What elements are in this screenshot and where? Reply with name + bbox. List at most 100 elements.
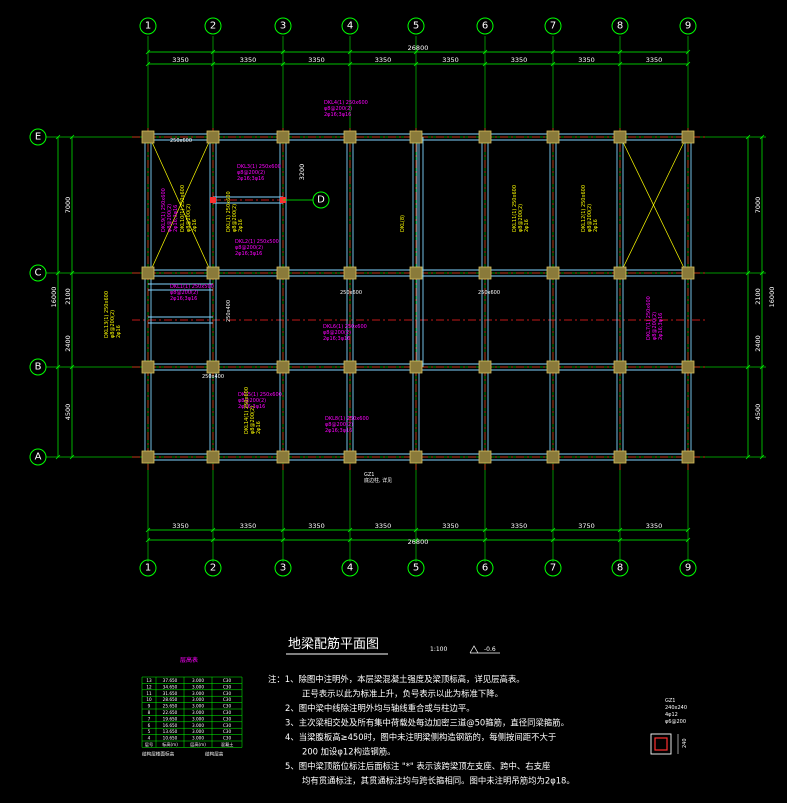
beam-size-b: 250x600 [478, 290, 500, 296]
table-cell: C30 [223, 736, 232, 741]
axis-bubble-row [29, 358, 47, 376]
axis-bubble-row [29, 264, 47, 282]
table-cell: 28.650 [163, 697, 178, 702]
beam-label-line: DKL6(1) 250x600 [323, 324, 367, 330]
axis-label-col: 1 [145, 21, 151, 32]
column-2-E [206, 130, 220, 144]
axis-label-col: 8 [617, 21, 623, 32]
axis-label-col: 2 [210, 21, 216, 32]
axis-label-col: 9 [685, 21, 691, 32]
column-2-C [206, 266, 220, 280]
column-1-B [141, 360, 155, 374]
axis-bubble-col [544, 559, 562, 577]
top-total-dim: 26800 [408, 44, 429, 52]
axis-bubble-col [204, 17, 222, 35]
top-span-dim: 3350 [646, 56, 663, 64]
table-cell: 19.650 [163, 716, 178, 721]
table-title: 层高表 [180, 656, 198, 664]
column-6-C [478, 266, 492, 280]
axis-bubble-col [476, 559, 494, 577]
column-7-C [546, 266, 560, 280]
columns [141, 130, 695, 464]
beam-label-line: 2φ16;3φ16 [235, 251, 262, 257]
gz-column-detail: GZ1 240x240 4φ12 φ6@200 240 [650, 698, 688, 755]
axis-bubble-col [274, 17, 292, 35]
column-7-B [546, 360, 560, 374]
top-span-dim: 3350 [308, 56, 325, 64]
top-span-dim: 3350 [442, 56, 459, 64]
column-7-E [546, 130, 560, 144]
right-span-dim: 2100 [754, 288, 762, 305]
beam-label-line: 2φ16;3φ16 [237, 176, 264, 182]
bottom-span-dim: 3350 [308, 522, 325, 530]
table-cell: 11 [146, 691, 152, 696]
table-cell: 层号 [145, 742, 153, 748]
title-elevation: -0.6 [484, 646, 496, 653]
column-1-E [141, 130, 155, 144]
table-footer-right: 结构层高 [205, 750, 224, 757]
bottom-span-dim: 3350 [375, 522, 392, 530]
note-line: 5、图中梁顶筋位标注后面标注 "*" 表示该跨梁顶左支座、跨中、右支座 [285, 761, 550, 771]
axis-label-row: C [35, 268, 42, 279]
axis-label-col: 2 [210, 563, 216, 574]
beam-label-line: DKL12(1) 250x600 [581, 185, 587, 232]
table-cell: 34.650 [163, 684, 178, 689]
gz-label-2: 240x240 [665, 705, 687, 711]
table-cell: 3.000 [192, 729, 204, 734]
column-3-C [276, 266, 290, 280]
title-main: 地梁配筋平面图 [288, 636, 379, 652]
table-cell: 4 [148, 736, 151, 741]
top-span-dim: 3350 [172, 56, 189, 64]
left-span-dim: 7000 [64, 197, 72, 214]
column-9-A [681, 450, 695, 464]
axis-bubble-col [341, 17, 359, 35]
table-cell: 8 [148, 710, 151, 715]
column-4-A [343, 450, 357, 464]
axis-label-col: 6 [482, 21, 488, 32]
column-4-B [343, 360, 357, 374]
dim-3200: 3200 [298, 164, 306, 181]
table-cell: C30 [223, 704, 232, 709]
axis-label-col: 4 [347, 563, 353, 574]
table-cell: 16.650 [163, 723, 178, 728]
axis-bubble-d [312, 191, 330, 209]
beam-label-line: DKL14(1) 250x600 [244, 387, 250, 434]
bottom-span-dim: 3350 [511, 522, 528, 530]
column-5-A [409, 450, 423, 464]
column-8-E [613, 130, 627, 144]
beam-label-line: φ8@200(2) [238, 398, 266, 404]
table-cell: 3.000 [192, 736, 204, 741]
table-cell: 3.000 [192, 723, 204, 728]
beam-label-line: 2φ16;3φ16 [238, 404, 265, 410]
beam-label-line: φ8@200(2) [232, 204, 238, 232]
beam-label-line: DKL8(1) 250x600 [325, 416, 369, 422]
top-span-dim: 3350 [240, 56, 257, 64]
column-5-E [409, 130, 423, 144]
column-3-A [276, 450, 290, 464]
axis-bubble-row [29, 128, 47, 146]
axis-label-col: 7 [550, 21, 556, 32]
beam-labels: DKL4(1) 250x600φ8@200(2)2φ16;3φ16DKL3(1)… [104, 100, 664, 484]
table-cell: C30 [223, 697, 232, 702]
axis-bubble-col [679, 559, 697, 577]
beam-size-c: 250x400 [202, 374, 224, 380]
table-cell: 3.000 [192, 691, 204, 696]
axis-bubble-col [407, 17, 425, 35]
column-3-E [276, 130, 290, 144]
beam-label-line: φ8@200(2) [237, 170, 265, 176]
note-line: 3、主次梁相交处及所有集中荷载处每边加密三道@50箍筋，直径同梁箍筋。 [285, 718, 569, 728]
general-notes: 注：1、除图中注明外，本层梁混凝土强度及梁顶标高，详见层高表。正号表示以此为标准… [268, 674, 575, 786]
beam-label-line: 2φ16 [593, 219, 599, 232]
beam-label-line: 2φ16;3φ16 [173, 205, 179, 232]
bottom-total-dim: 26800 [408, 538, 429, 546]
axis-label-col: 5 [413, 563, 419, 574]
beam-size-marks: 250x600 250x600 250x400 250x400 250x600 [170, 138, 500, 380]
column-5-B [409, 360, 423, 374]
drawing-title: 地梁配筋平面图 1:100 -0.6 [286, 636, 500, 655]
